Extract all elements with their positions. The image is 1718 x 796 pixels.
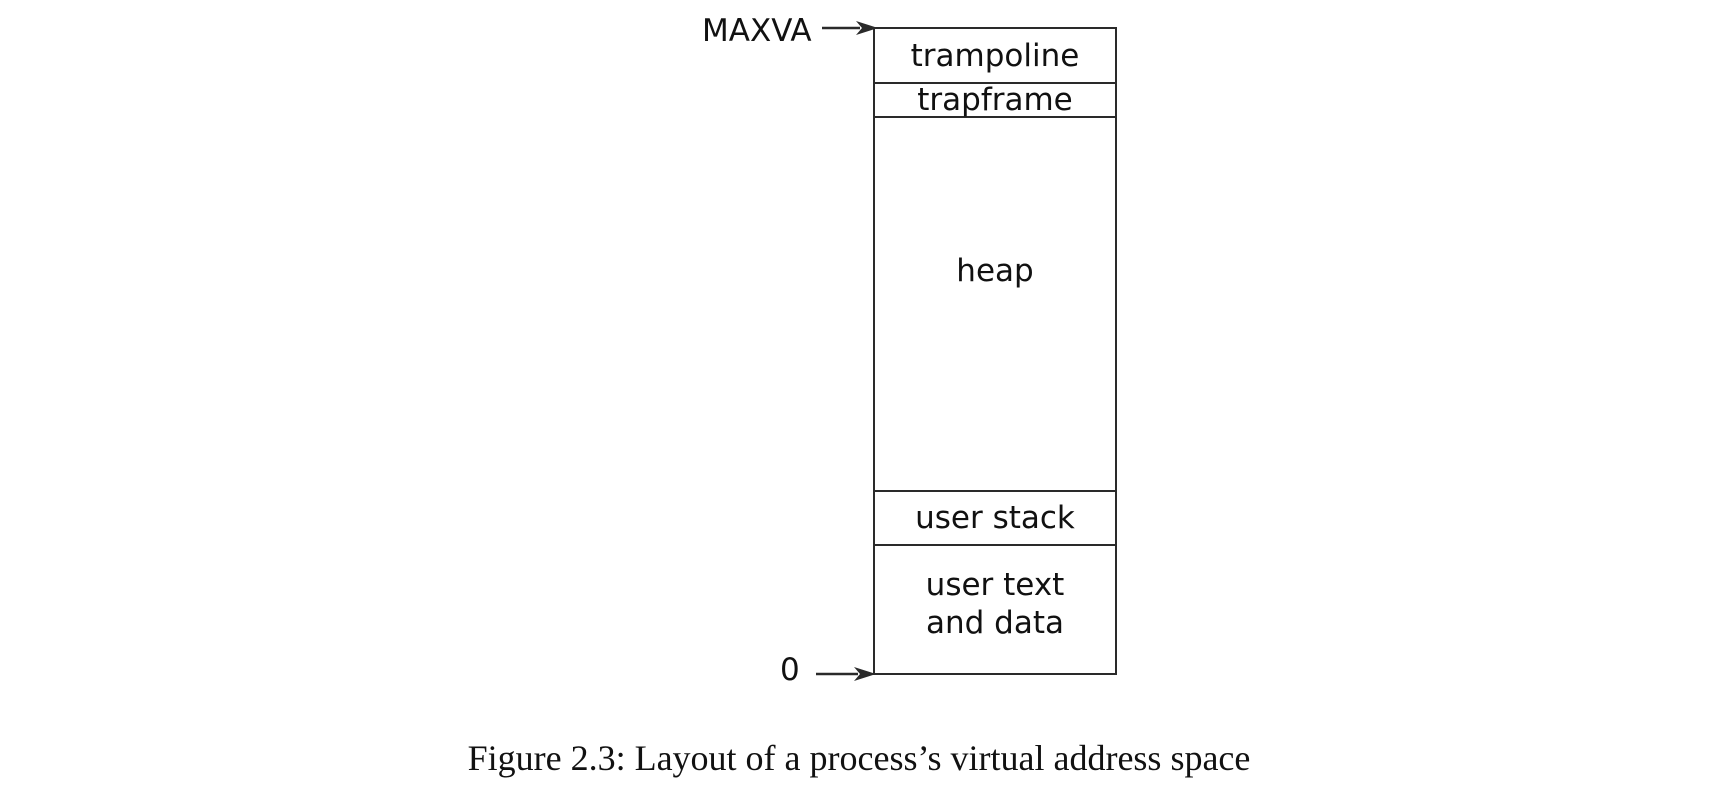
maxva-label: MAXVA — [702, 13, 812, 49]
region-user-text-and-data: user text and data — [925, 567, 1065, 641]
region-user-stack: user stack — [875, 492, 1115, 546]
zero-arrow-icon — [816, 667, 876, 681]
address-space-stack: trampoline trapframe heap user stack use… — [873, 27, 1117, 675]
maxva-arrow-icon — [822, 21, 878, 35]
region-trampoline: trampoline — [875, 29, 1115, 84]
figure-caption: Figure 2.3: Layout of a process’s virtua… — [467, 738, 1251, 778]
region-trapframe: trapframe — [875, 82, 1115, 118]
region-heap: heap — [875, 118, 1115, 492]
zero-address-label: 0 — [780, 652, 800, 688]
